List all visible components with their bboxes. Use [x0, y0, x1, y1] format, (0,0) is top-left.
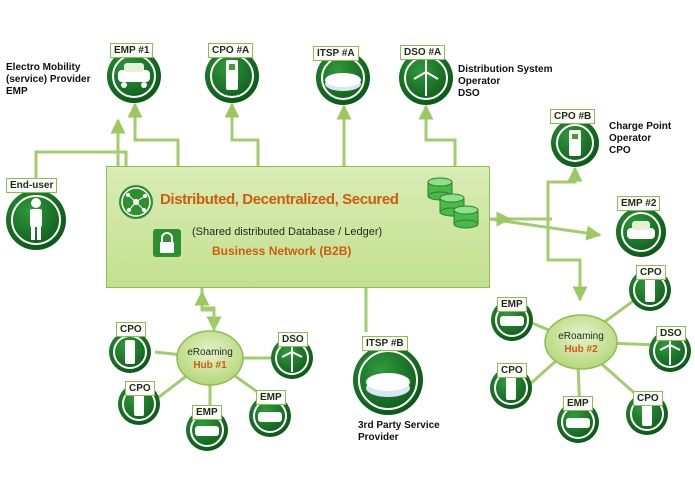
tag-emp2: EMP #2 — [617, 196, 661, 211]
tag-itspB: ITSP #B — [362, 336, 408, 351]
tag-emp1: EMP #1 — [110, 43, 154, 58]
tag-enduser: End-user — [6, 178, 58, 193]
tag-h2-dso: DSO — [656, 326, 686, 341]
emp2-circle — [616, 207, 666, 257]
itspB-circle — [353, 345, 423, 415]
tag-itspA: ITSP #A — [313, 46, 359, 61]
business-network-label: Business Network (B2B) — [212, 244, 352, 258]
tag-h1-cpo-top: CPO — [116, 322, 146, 337]
h1-cpo-top-circle — [109, 331, 151, 373]
padlock-icon — [153, 229, 181, 257]
hub1-name: eRoaming — [187, 347, 233, 358]
network-nodes-icon — [119, 185, 153, 219]
tag-h1-emp-right: EMP — [256, 390, 286, 405]
tag-h2-cpo-top: CPO — [636, 265, 666, 280]
tag-h1-emp-mid: EMP — [192, 405, 222, 420]
central-subtitle: (Shared distributed Database / Ledger) — [192, 226, 383, 238]
tag-h2-cpo-left: CPO — [497, 363, 527, 378]
hub2-number: Hub #2 — [564, 344, 598, 355]
hub1-ellipse — [176, 330, 244, 386]
hub2-name: eRoaming — [558, 331, 604, 342]
hub1-label: eRoaming Hub #1 — [180, 346, 240, 372]
hub2-ellipse — [544, 314, 618, 370]
annotation-dso: Distribution System Operator DSO — [458, 64, 553, 99]
hub2-label: eRoaming Hub #2 — [551, 330, 611, 356]
central-ledger-box — [106, 166, 490, 288]
hub1-number: Hub #1 — [193, 360, 227, 371]
emp1-circle — [107, 49, 161, 103]
tag-h2-emp-bot: EMP — [563, 396, 593, 411]
tag-h2-cpo-right: CPO — [633, 391, 663, 406]
cpoB-circle — [551, 119, 599, 167]
tag-cpoB: CPO #B — [550, 109, 596, 124]
tag-h1-cpo-bot: CPO — [125, 381, 155, 396]
central-title: Distributed, Decentralized, Secured — [160, 191, 399, 208]
h2-emp-bot-circle — [557, 401, 599, 443]
tag-h2-emp: EMP — [497, 297, 527, 312]
annotation-cpo: Charge Point Operator CPO — [609, 121, 672, 156]
connector-lines — [34, 102, 661, 413]
itspA-circle — [316, 51, 370, 105]
annotation-emp: Electro Mobility (service) Provider EMP — [6, 62, 91, 97]
tag-cpoA: CPO #A — [208, 43, 254, 58]
database-stack-icon — [427, 177, 479, 229]
cpoA-circle — [205, 49, 259, 103]
enduser-circle — [6, 190, 66, 250]
tag-h1-dso: DSO — [278, 332, 308, 347]
tag-dsoA: DSO #A — [400, 45, 446, 60]
annotation-third-party: 3rd Party Service Provider — [358, 420, 440, 443]
